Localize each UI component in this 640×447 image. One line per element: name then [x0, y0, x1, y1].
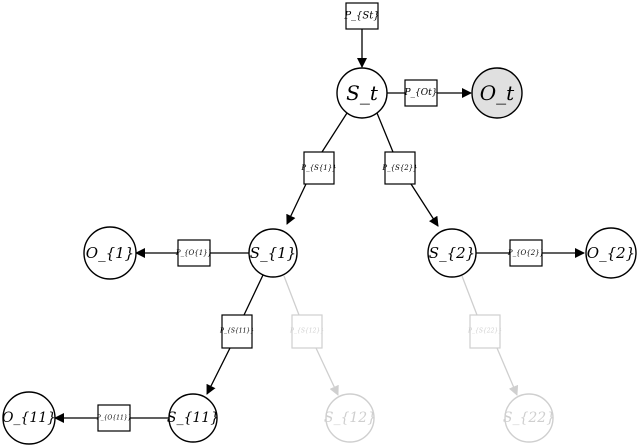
factor-p-o1: P_{O{1}}: [175, 239, 212, 267]
node-label-o-1: O_{1}: [86, 244, 134, 262]
edge-ps12-s12: [315, 347, 339, 396]
factor-label-p-o2: P_{O{2}}: [507, 249, 544, 257]
node-s-1: S_{1}: [248, 228, 298, 278]
node-s-11: S_{11}: [167, 393, 219, 443]
node-s-22: S_{22}: [503, 393, 555, 443]
factor-label-p-s22: P_{S{22}}: [467, 328, 502, 335]
edge-ps22-s22: [496, 347, 519, 396]
factor-label-p-s1: P_{S{1}}: [300, 164, 336, 172]
factor-label-p-s12: P_{S{12}}: [289, 328, 324, 335]
node-label-o-2: O_{2}: [587, 244, 635, 262]
factor-p-ot: P_{Ot}: [403, 79, 438, 107]
node-o-11: O_{11}: [2, 391, 56, 445]
edge-ps2-s2: [410, 183, 439, 227]
node-label-s-1: S_{1}: [250, 244, 296, 262]
factor-p-o11: P_{O{11}}: [96, 404, 132, 432]
node-s-12: S_{12}: [324, 393, 376, 443]
edge-st-ps1: [321, 112, 348, 153]
factor-p-s12: P_{S{12}}: [289, 314, 324, 349]
factor-label-p-s11: P_{S{11}}: [219, 328, 254, 335]
factor-p-s2: P_{S{2}}: [381, 151, 418, 185]
node-label-o-t: O_t: [480, 81, 515, 105]
node-label-s-22: S_{22}: [503, 410, 555, 426]
node-label-s-2: S_{2}: [429, 244, 475, 262]
factor-label-p-st: P_{St}: [343, 11, 379, 22]
factor-p-s1: P_{S{1}}: [300, 151, 337, 185]
node-o-2: O_{2}: [585, 227, 637, 279]
factor-p-s11: P_{S{11}}: [219, 314, 254, 349]
node-s-t: S_t: [336, 67, 388, 119]
node-label-s-11: S_{11}: [167, 410, 219, 426]
factor-label-p-o1: P_{O{1}}: [175, 249, 212, 257]
edge-s1-ps11: [243, 274, 264, 316]
node-label-s-12: S_{12}: [324, 410, 376, 426]
edge-st-ps2: [376, 112, 394, 153]
factor-label-p-o11: P_{O{11}}: [96, 415, 132, 422]
factor-p-s22: P_{S{22}}: [467, 314, 502, 349]
factor-p-o2: P_{O{2}}: [507, 239, 544, 267]
edge-s1-ps12: [283, 275, 300, 316]
edge-ps1-s1: [286, 183, 307, 225]
factor-label-p-s2: P_{S{2}}: [381, 164, 417, 172]
edge-ps11-s11: [206, 347, 231, 395]
factor-label-p-ot: P_{Ot}: [403, 88, 437, 98]
node-s-2: S_{2}: [427, 228, 477, 278]
factor-p-st: P_{St}: [343, 2, 380, 30]
node-label-o-11: O_{11}: [2, 410, 56, 426]
node-o-t: O_t: [471, 67, 523, 119]
edge-s2-ps22: [461, 275, 478, 316]
node-label-s-t: S_t: [346, 81, 379, 105]
node-o-1: O_{1}: [83, 226, 137, 280]
